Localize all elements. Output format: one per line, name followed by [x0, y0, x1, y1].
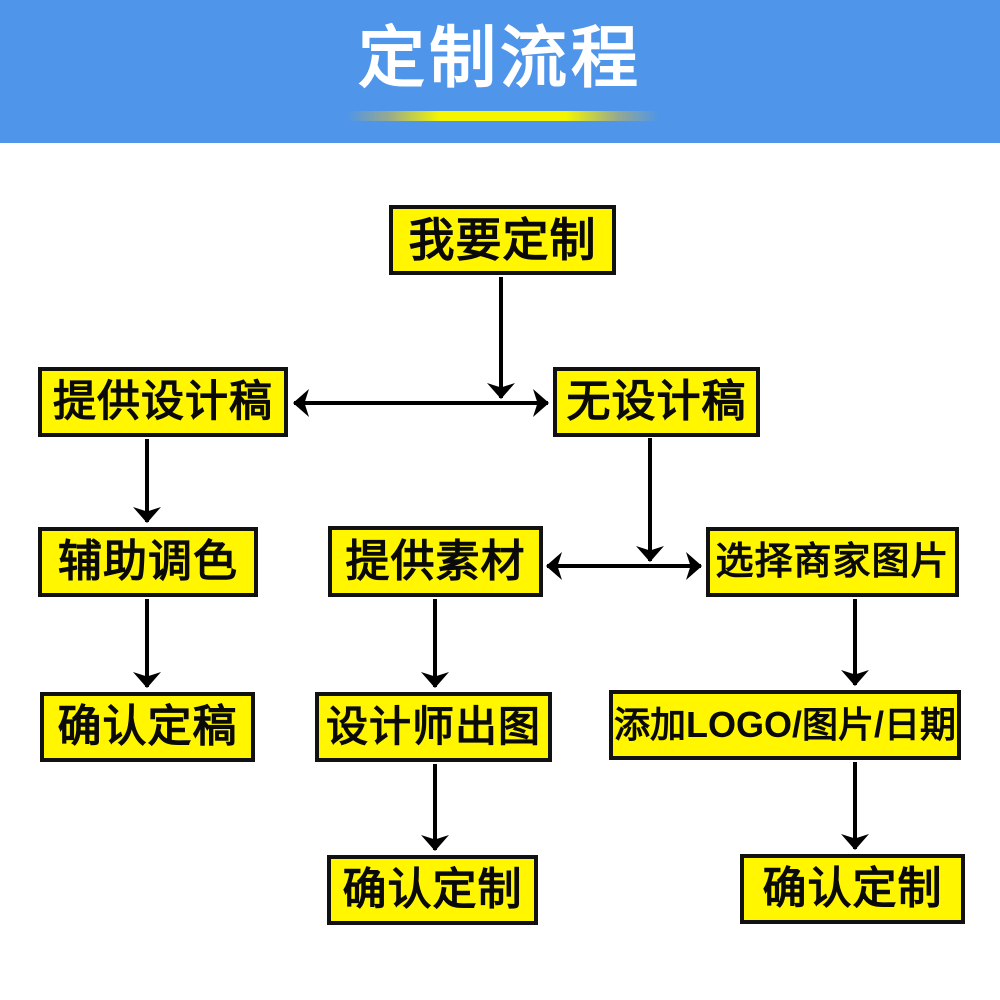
flow-node-confirm-final-draft: 确认定稿: [40, 692, 255, 762]
flow-node-designer-output: 设计师出图: [315, 692, 552, 762]
title-underline-bar: [347, 111, 659, 121]
flow-node-confirm-custom-mid: 确认定制: [327, 855, 538, 925]
flow-node-provide-material: 提供素材: [328, 526, 543, 597]
flow-node-assist-coloring: 辅助调色: [38, 527, 258, 597]
flow-node-no-design-draft: 无设计稿: [553, 367, 760, 437]
flow-node-add-logo-image-date: 添加LOGO/图片/日期: [609, 690, 961, 760]
flow-node-start: 我要定制: [389, 205, 616, 275]
page-title: 定制流程: [358, 18, 642, 97]
header-banner: 定制流程: [0, 0, 1000, 143]
flow-node-choose-merchant-image: 选择商家图片: [706, 527, 959, 597]
flow-node-confirm-custom-right: 确认定制: [740, 854, 965, 924]
flow-node-provide-design-draft: 提供设计稿: [38, 367, 288, 437]
